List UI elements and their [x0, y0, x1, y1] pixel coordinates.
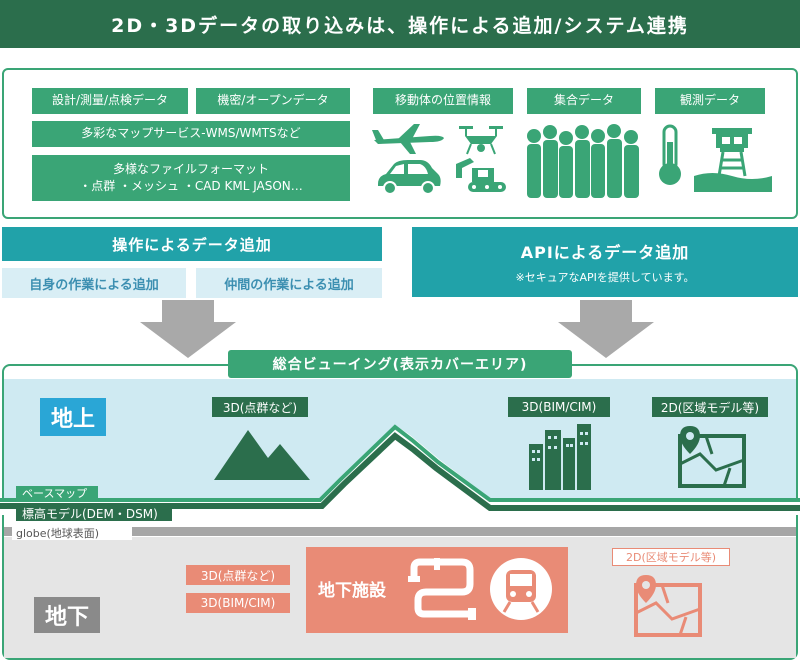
file-formats-line2: ・点群 ・メッシュ ・CAD KML JASON… [79, 179, 303, 193]
file-formats-line1: 多様なファイルフォーマット [112, 161, 269, 176]
car-icon [378, 160, 441, 195]
below-ground-label: 地下 [34, 597, 100, 633]
drone-icon [459, 126, 503, 155]
above-ground-label: 地上 [40, 398, 106, 436]
api-addition-box: APIによるデータ追加 ※セキュアなAPIを提供しています。 [412, 227, 798, 297]
people-crowd-icon [527, 124, 639, 198]
map-pin-icon [678, 426, 746, 488]
peer-work-pill: 仲間の作業による追加 [196, 268, 382, 298]
api-addition-note: ※セキュアなAPIを提供しています。 [515, 271, 695, 284]
viewing-header: 総合ビューイング(表示カバーエリア) [228, 350, 572, 378]
pipes-icon [408, 558, 476, 620]
underground-facility-label: 地下施設 [318, 580, 386, 601]
above-3d-point-label: 3D(点群など) [212, 397, 308, 417]
airplane-icon [372, 124, 444, 154]
observation-tower-icon [694, 128, 772, 192]
below-2d-label: 2D(区域モデル等) [612, 548, 730, 566]
terrain-profile [0, 424, 800, 515]
globe-label: globe(地球表面) [12, 526, 132, 540]
map-services-box: 多彩なマップサービス-WMS/WMTSなど [32, 121, 350, 147]
buildings-icon [529, 424, 591, 490]
above-3d-bim-label: 3D(BIM/CIM) [508, 397, 610, 417]
self-work-pill: 自身の作業による追加 [2, 268, 186, 298]
file-formats-box: 多様なファイルフォーマット ・点群 ・メッシュ ・CAD KML JASON… [32, 155, 350, 201]
below-map-pin-icon [634, 575, 702, 637]
dem-label: 標高モデル(DEM・DSM) [16, 505, 172, 521]
manual-addition-header: 操作によるデータ追加 [2, 227, 382, 261]
excavator-icon [456, 158, 506, 192]
confidential-data-box: 機密/オープンデータ [196, 88, 350, 114]
group-data-box: 集合データ [527, 88, 641, 114]
above-2d-label: 2D(区域モデル等) [652, 397, 768, 417]
moving-body-box: 移動体の位置情報 [373, 88, 513, 114]
subway-train-icon [490, 558, 552, 620]
down-arrow-right-icon [558, 300, 654, 358]
mountain-icon [214, 430, 310, 480]
below-3d-point-label: 3D(点群など) [186, 565, 290, 585]
survey-data-box: 設計/測量/点検データ [32, 88, 188, 114]
thermometer-icon [659, 124, 681, 185]
page-title: 2D・3Dデータの取り込みは、操作による追加/システム連携 [0, 0, 800, 48]
globe-band [4, 527, 796, 536]
observation-data-box: 観測データ [655, 88, 765, 114]
below-3d-bim-label: 3D(BIM/CIM) [186, 593, 290, 613]
api-addition-header: APIによるデータ追加 [520, 243, 690, 262]
down-arrow-left-icon [140, 300, 236, 358]
basemap-label: ベースマップ [16, 486, 98, 500]
